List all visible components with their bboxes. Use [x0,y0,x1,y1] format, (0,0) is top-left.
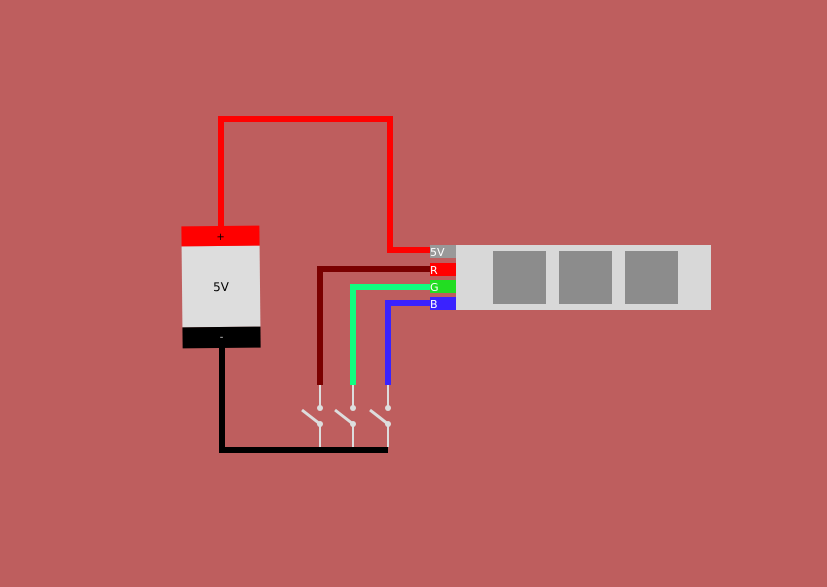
switch-b[interactable] [369,385,391,447]
pin-5v[interactable] [430,245,456,258]
wire-blue-channel [385,300,431,385]
pin-r-label: R [430,264,438,277]
wire-power [218,116,431,253]
led-strip[interactable]: 5V R G B [430,245,711,311]
wire-ground [219,346,388,453]
battery-negative-terminal [182,326,261,349]
pin-5v-label: 5V [430,246,445,259]
wire-red-channel [317,266,431,385]
switch-contact-top [317,405,323,411]
battery-negative-symbol: - [220,332,224,343]
switch-contact-top [350,405,356,411]
switch-lever[interactable] [301,408,321,426]
pin-b-label: B [430,298,438,311]
battery-label: 5V [213,280,230,294]
wire-green-channel [350,284,431,385]
pin-r[interactable] [430,263,456,276]
switch-g[interactable] [334,385,356,447]
battery-positive-symbol: + [216,232,225,243]
battery-positive-terminal [181,225,260,247]
led-cell-2 [559,251,612,304]
pin-b[interactable] [430,297,456,310]
switch-lever[interactable] [334,408,354,426]
pin-g[interactable] [430,280,456,293]
switch-lever[interactable] [369,408,389,426]
switch-contact-top [385,405,391,411]
battery-body [181,245,261,328]
switch-r[interactable] [301,385,323,447]
battery[interactable]: + - 5V [181,225,261,349]
led-cell-3 [625,251,678,304]
led-cell-1 [493,251,546,304]
pin-g-label: G [430,281,439,294]
